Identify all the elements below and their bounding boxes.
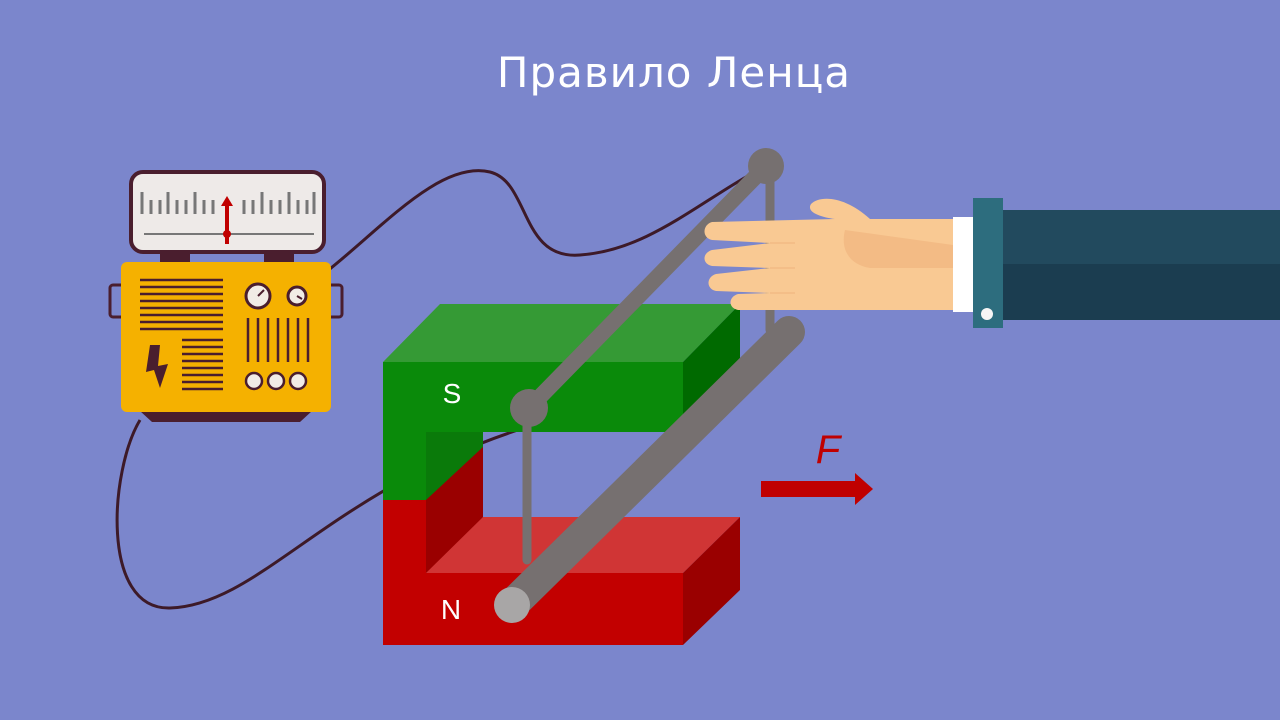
lightning-icon: [146, 345, 168, 388]
force-label: F: [816, 428, 843, 472]
galvanometer-icon: [108, 170, 344, 422]
north-arm-side: [683, 517, 740, 645]
force-arrow: F: [761, 428, 873, 505]
south-pole-label: S: [443, 378, 462, 409]
north-pole-label: N: [441, 594, 461, 625]
horseshoe-magnet: S N: [383, 304, 740, 645]
hand-icon: [704, 198, 1280, 328]
rod-end: [494, 587, 530, 623]
wire-upper: [325, 164, 767, 274]
page-title: Правило Ленца: [496, 48, 852, 97]
south-arm-top: [383, 304, 740, 362]
moving-rod: [496, 316, 805, 621]
